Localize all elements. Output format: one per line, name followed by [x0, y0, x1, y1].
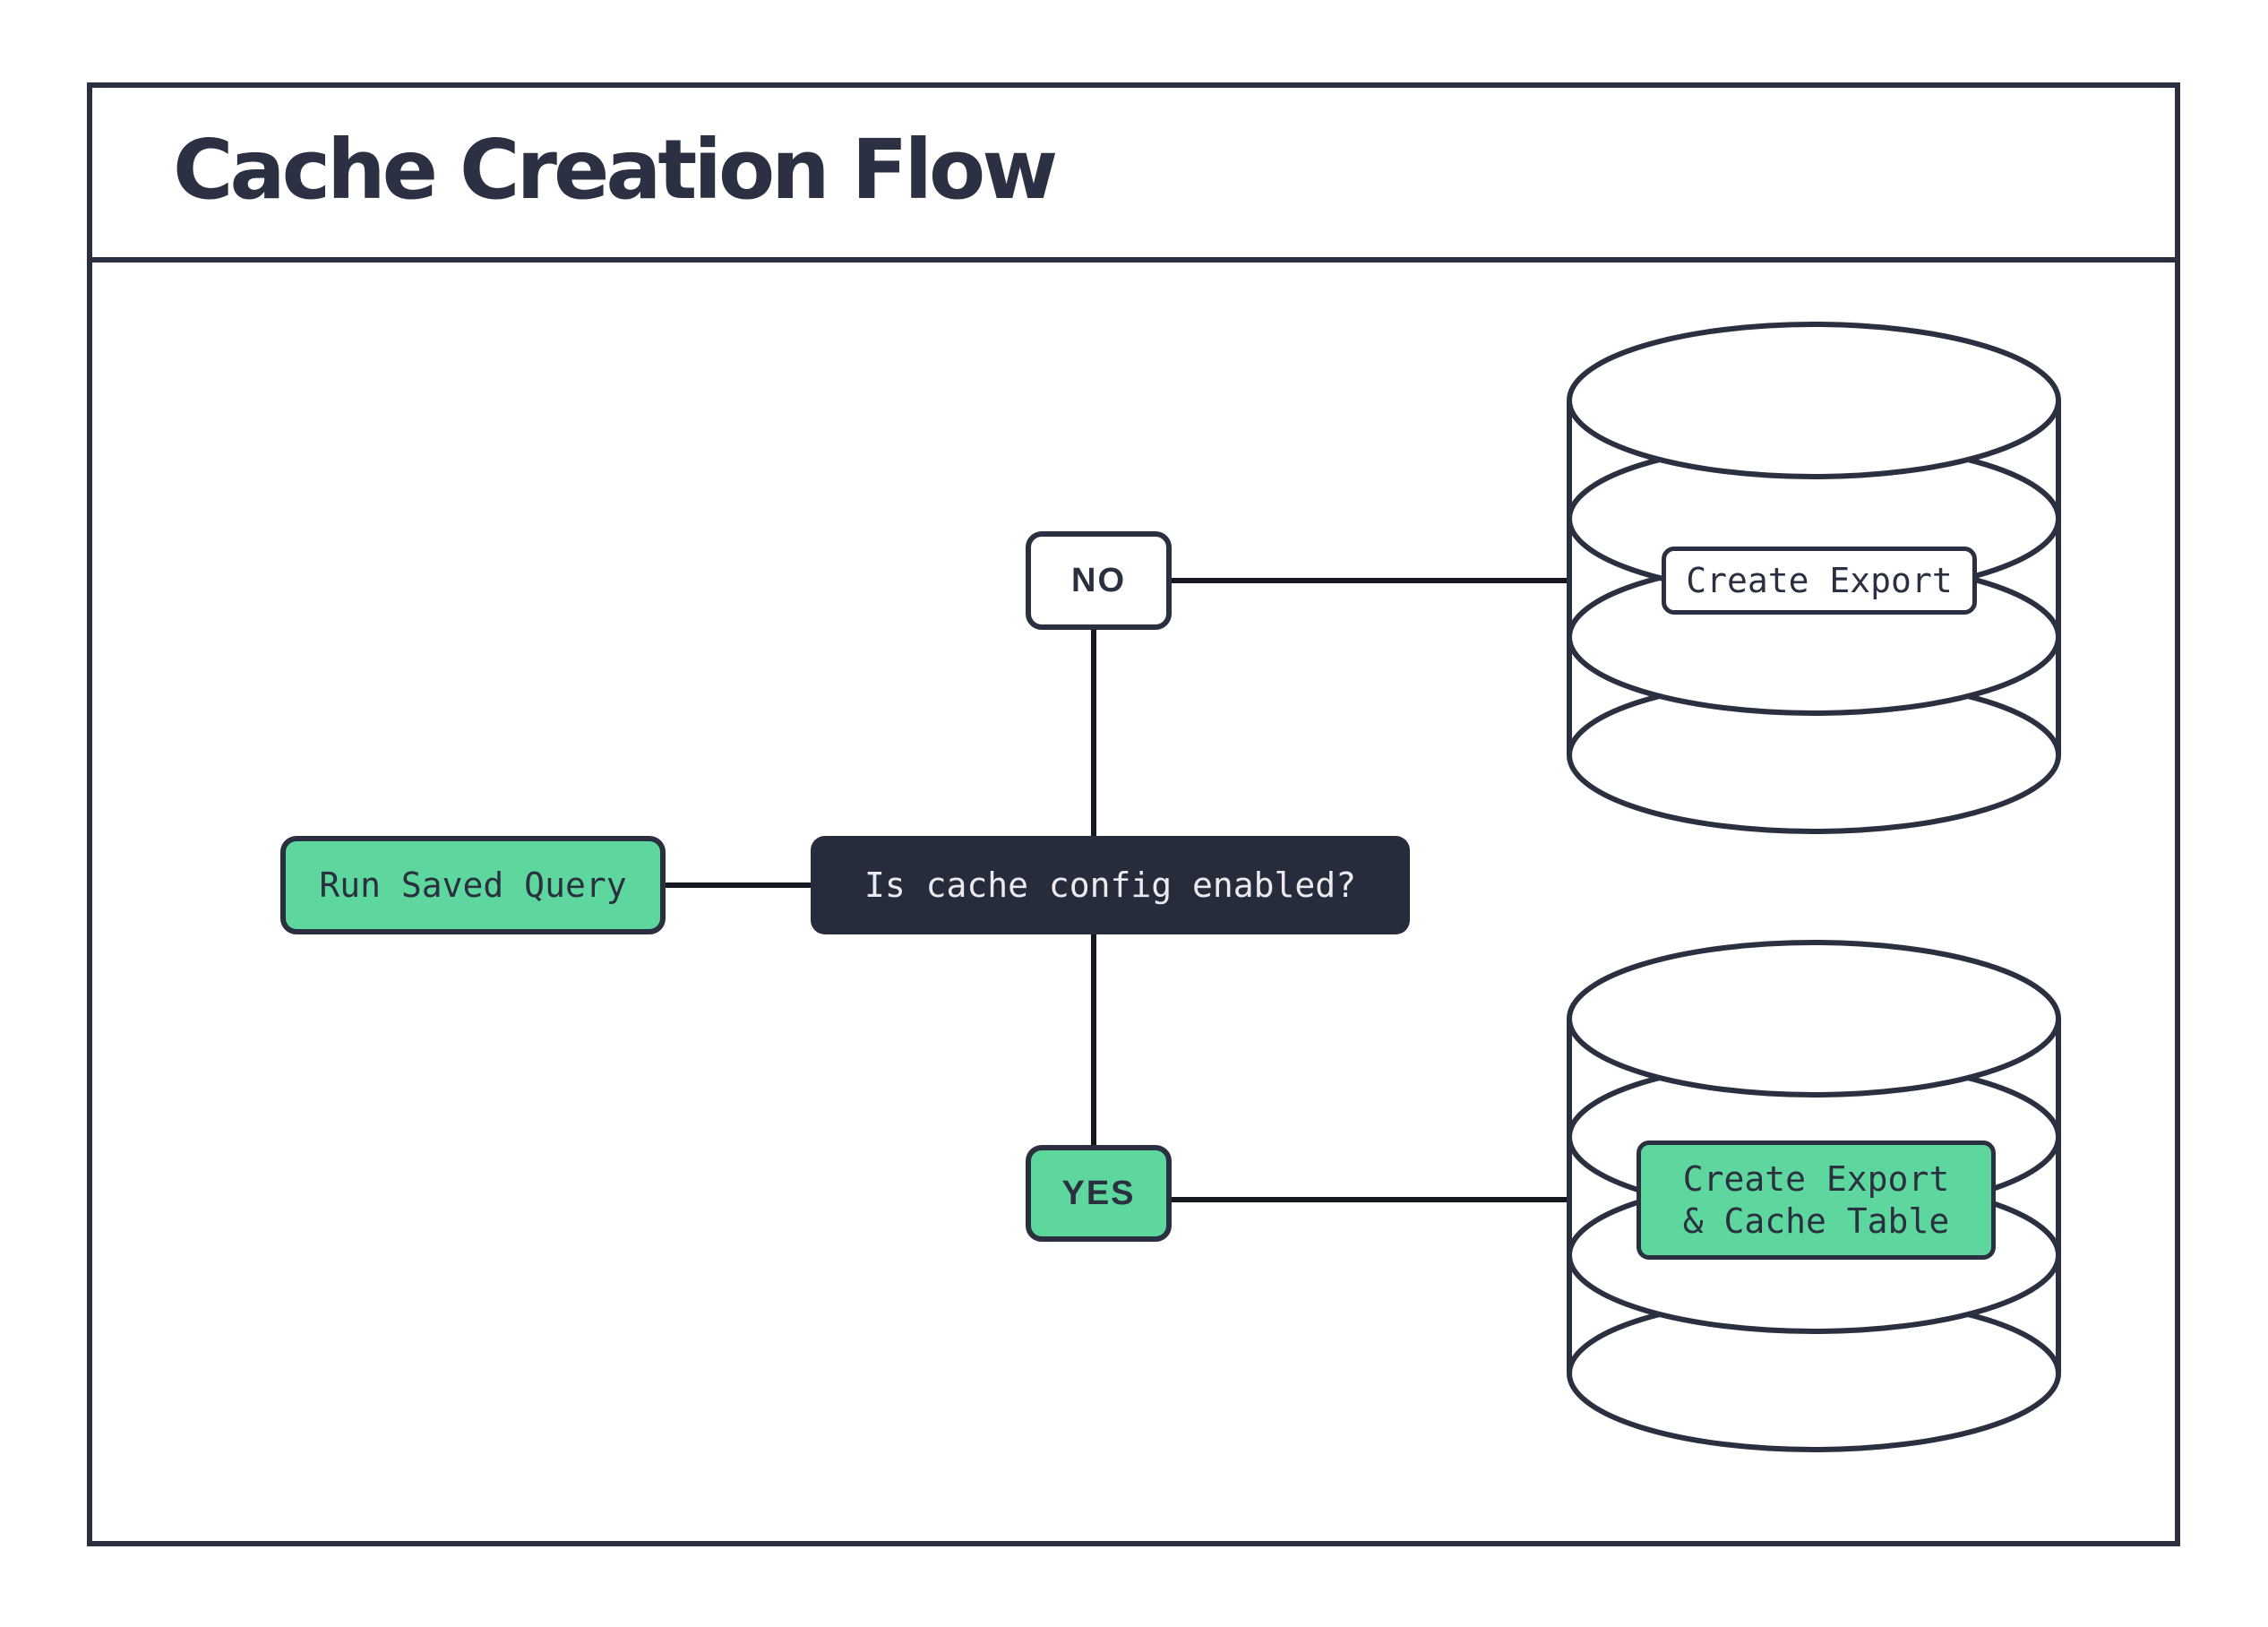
- node-run-saved-query: Run Saved Query: [280, 836, 666, 934]
- node-branch-no: NO: [1026, 531, 1172, 630]
- edge-decision-to-no: [1091, 630, 1096, 838]
- label-create-export: Create Export: [1662, 547, 1977, 615]
- node-branch-yes: YES: [1026, 1145, 1172, 1242]
- database-icon: [1567, 322, 2061, 834]
- node-branch-yes-label: YES: [1061, 1174, 1136, 1212]
- edge-decision-to-yes: [1091, 933, 1096, 1145]
- edge-no-to-database: [1172, 578, 1569, 583]
- node-branch-no-label: NO: [1071, 561, 1126, 599]
- title-band: Cache Creation Flow: [87, 82, 2180, 263]
- label-create-export-cache-table: Create Export & Cache Table: [1637, 1141, 1996, 1260]
- diagram-frame: [87, 82, 2180, 1546]
- label-create-export-cache-line2: & Cache Table: [1682, 1201, 1950, 1241]
- node-run-saved-query-label: Run Saved Query: [319, 865, 627, 905]
- edge-yes-to-database: [1172, 1197, 1569, 1202]
- label-create-export-text: Create Export: [1686, 560, 1953, 600]
- page-title: Cache Creation Flow: [173, 122, 1058, 218]
- node-decision: Is cache config enabled?: [811, 836, 1410, 934]
- label-create-export-cache-line1: Create Export: [1682, 1158, 1950, 1199]
- node-decision-label: Is cache config enabled?: [863, 865, 1357, 905]
- edge-start-to-decision: [666, 882, 811, 888]
